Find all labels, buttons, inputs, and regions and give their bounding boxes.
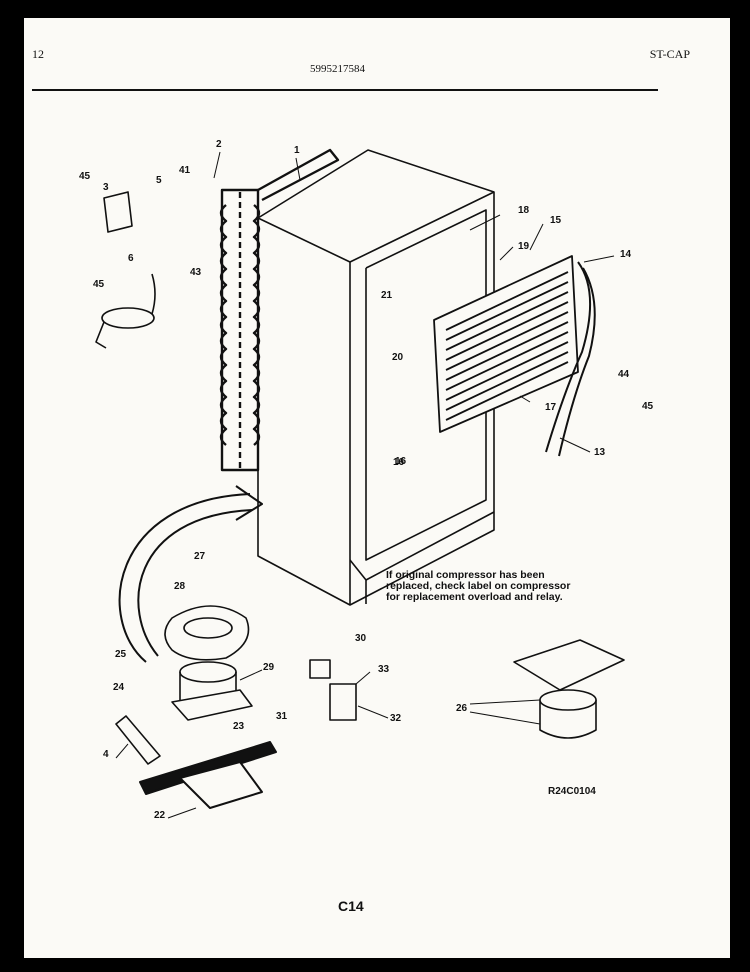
callout-label: 44 [618, 369, 630, 380]
callout-label: 15 [550, 215, 562, 226]
callout-label: 28 [174, 581, 186, 592]
bracket-4 [115, 715, 161, 765]
mount-grommet-28 [164, 605, 250, 661]
callout-label: 13 [594, 447, 606, 458]
callout-label: 43 [190, 267, 202, 278]
callout-label: 5 [156, 175, 162, 186]
compressor [171, 661, 253, 721]
bracket-3 [103, 191, 133, 233]
callout-label: 2 [216, 139, 222, 150]
callout-label: 26 [456, 703, 468, 714]
inset-compressor [513, 639, 625, 739]
direction-arrow [118, 485, 263, 663]
callout-label: 3 [103, 182, 109, 193]
base-rail-22 [139, 741, 277, 809]
callout-label: 16 [393, 457, 405, 468]
overload-33 [329, 683, 357, 721]
callout-label: 1 [294, 145, 300, 156]
callout-label: 19 [518, 241, 530, 252]
callout-label: 27 [194, 551, 206, 562]
callout-label: 4 [103, 749, 109, 760]
callout-label: 17 [545, 402, 557, 413]
callout-label: 23 [233, 721, 245, 732]
header-rule [32, 89, 658, 91]
callout-label: 20 [392, 352, 404, 363]
callout-label: 16 [395, 456, 407, 467]
callout-label: 31 [276, 711, 288, 722]
leader-lines [115, 151, 615, 819]
callout-label: 45 [642, 401, 654, 412]
page-number-top: 12 [32, 47, 44, 61]
refrigerator-cabinet [257, 149, 495, 606]
callout-label: 21 [381, 290, 393, 301]
callout-label: 45 [93, 279, 105, 290]
section-code: ST-CAP [649, 47, 690, 61]
callout-label: 32 [390, 713, 402, 724]
callout-label: 22 [154, 810, 166, 821]
callout-label: 33 [378, 664, 390, 675]
callout-label: 30 [355, 633, 367, 644]
power-cord [95, 273, 156, 349]
evaporator [433, 255, 596, 457]
compressor-note: If original compressor has been replaced… [386, 569, 571, 603]
callout-label: 24 [113, 682, 125, 693]
callout-label: 25 [115, 649, 127, 660]
page-footer: C14 [338, 898, 364, 914]
callout-label: 41 [179, 165, 191, 176]
part-number: 5995217584 [310, 63, 365, 75]
callout-label: 6 [128, 253, 134, 264]
callout-label: 18 [518, 205, 530, 216]
callout-label: 45 [79, 171, 91, 182]
diagram-code: R24C0104 [548, 786, 596, 797]
condenser-coil [219, 148, 340, 472]
relay-30 [309, 659, 331, 679]
callout-label: 29 [263, 662, 275, 673]
callout-label: 14 [620, 249, 632, 260]
